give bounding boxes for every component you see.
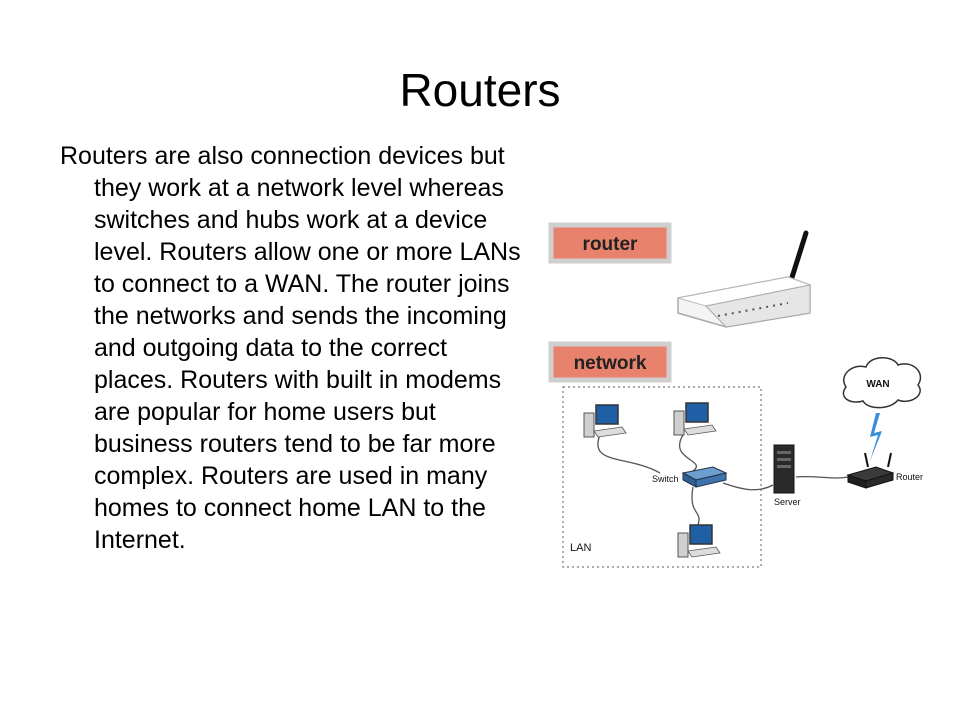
wan-cloud-icon — [842, 357, 922, 409]
switch-label: Switch — [652, 474, 679, 484]
lan-label: LAN — [570, 542, 591, 554]
network-tag-label: network — [574, 353, 647, 374]
switch-icon — [681, 466, 728, 488]
wireless-router-icon — [677, 230, 812, 328]
network-diagram-svg: router network LAN — [548, 222, 923, 568]
computer-icon — [677, 524, 721, 558]
wireless-bolt-icon — [870, 413, 882, 461]
router-icon — [846, 452, 895, 489]
router-tag: router — [548, 222, 672, 264]
lan-boundary — [562, 386, 762, 568]
computer-icon — [673, 402, 717, 436]
network-diagram: router network LAN — [548, 205, 930, 575]
slide-title: Routers — [399, 64, 561, 116]
computer-icon — [583, 404, 627, 438]
router-tag-label: router — [583, 234, 639, 255]
router-label: Router — [896, 472, 923, 482]
server-label: Server — [774, 497, 801, 507]
slide-body-text: Routers are also connection devices but … — [60, 142, 521, 554]
server-icon — [773, 444, 795, 494]
network-tag: network — [548, 341, 672, 383]
wan-label: WAN — [866, 379, 889, 390]
cables — [597, 434, 849, 526]
